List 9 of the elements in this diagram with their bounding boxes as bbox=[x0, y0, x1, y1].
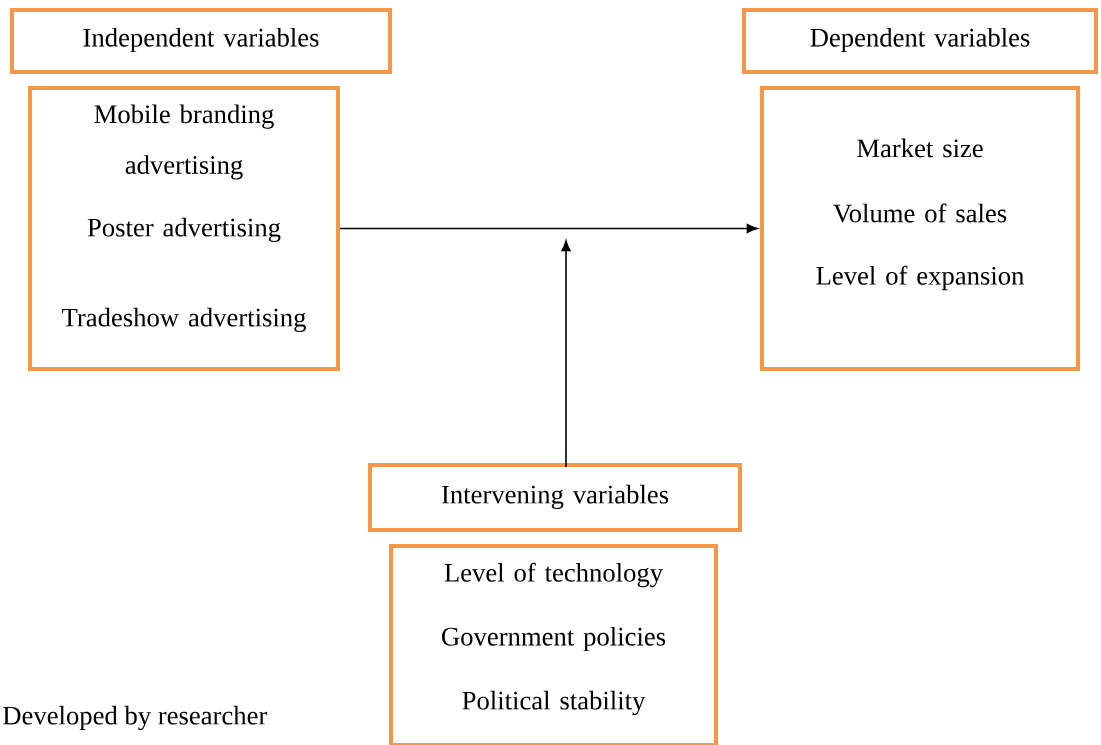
list-box: Market size Volume of sales Level of expansion bbox=[760, 86, 1080, 371]
note: Developed by researcher bbox=[3, 705, 268, 731]
list-box: Level of technology Government policies Political stability bbox=[389, 544, 718, 745]
arrow bbox=[339, 223, 758, 234]
header-box: Intervening variables bbox=[368, 463, 742, 532]
header-box: Dependent variables bbox=[742, 8, 1098, 74]
arrow bbox=[561, 240, 571, 468]
header-box: Independent variables bbox=[10, 8, 392, 74]
list-box: Mobile branding advertising Poster advertising Tradeshow advertising bbox=[28, 86, 340, 371]
